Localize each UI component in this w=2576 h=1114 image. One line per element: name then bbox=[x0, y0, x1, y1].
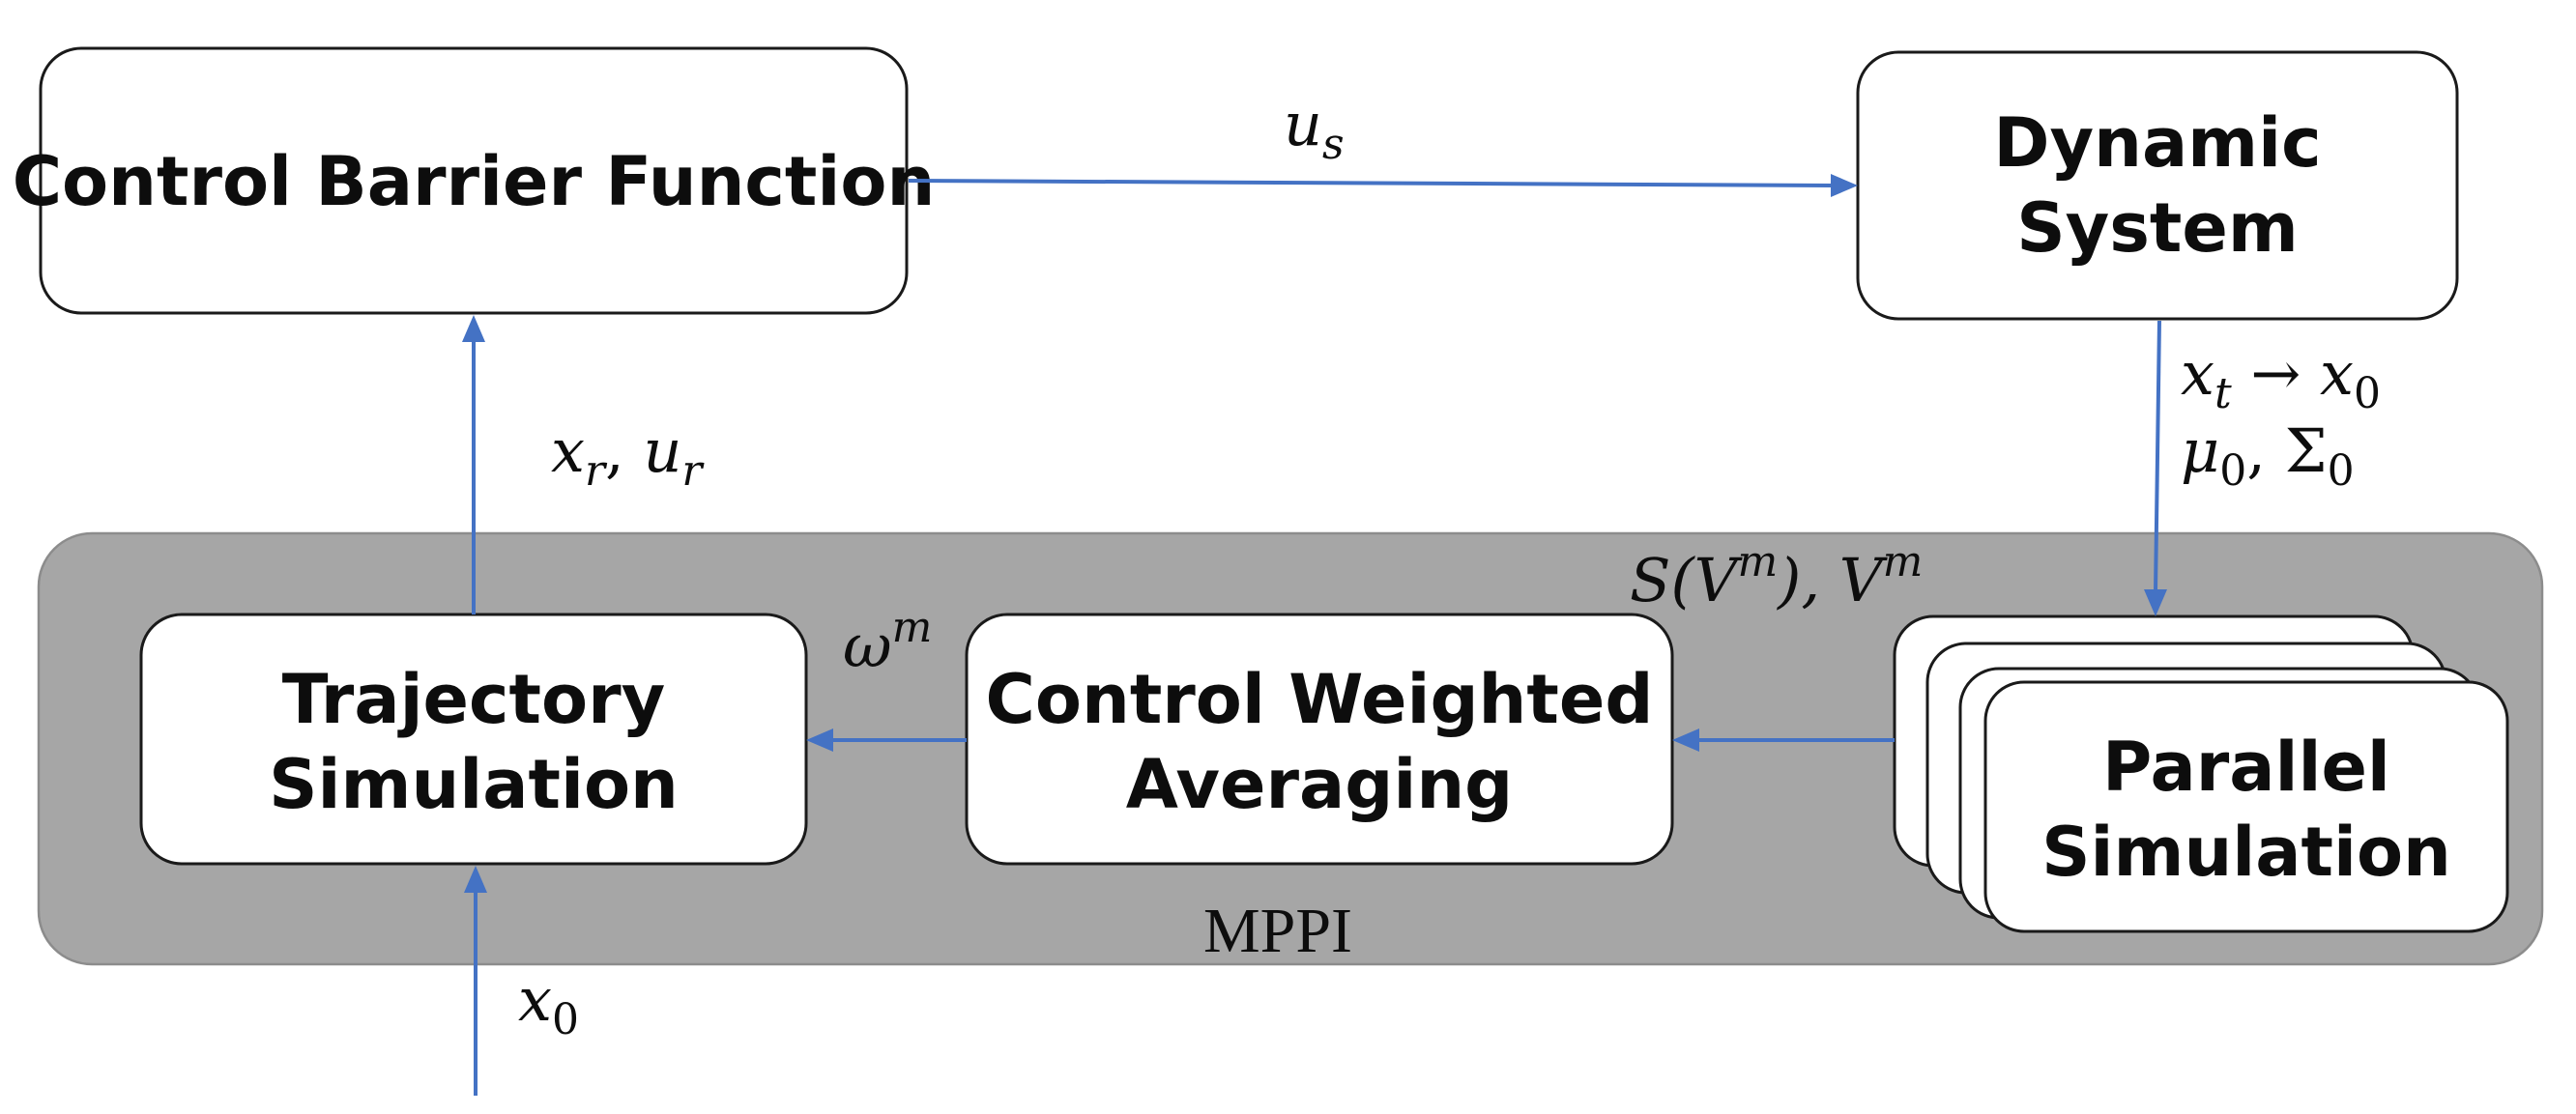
control-weighted-averaging-label-line1: Control Weighted bbox=[986, 660, 1654, 739]
trajectory-simulation-label-line1: Trajectory bbox=[282, 660, 665, 739]
signal-xr-ur-sep: , bbox=[605, 415, 643, 486]
arrow-parallel-to-cwa-head bbox=[1672, 728, 1699, 752]
signal-us-base: u bbox=[1284, 89, 1322, 159]
signal-x0-base: x bbox=[2320, 338, 2354, 409]
signal-omega-sup: m bbox=[892, 603, 933, 652]
dynamic-system-block bbox=[1856, 50, 2459, 321]
signal-x0-input-sub: 0 bbox=[552, 995, 579, 1044]
parallel-simulation-block bbox=[1983, 680, 2509, 933]
signal-xr-base: x bbox=[551, 415, 585, 486]
signal-svm-part1: S(V bbox=[1630, 545, 1744, 615]
signal-xt-base: x bbox=[2181, 338, 2214, 409]
arrow-cbf-to-dynamic bbox=[908, 179, 1834, 187]
arrow-dynamic-to-parallel-head bbox=[2144, 589, 2167, 616]
dynamic-system-label-line1: Dynamic bbox=[1993, 103, 2321, 183]
signal-xt-to-x0: xt → x0 bbox=[2181, 338, 2381, 418]
arrow-trajectory-to-cbf-head bbox=[462, 315, 485, 342]
arrow-cbf-to-dynamic-head bbox=[1831, 174, 1858, 197]
signal-xr-ur: xr, ur bbox=[551, 415, 705, 496]
arrow-dynamic-to-parallel bbox=[2154, 320, 2161, 592]
signal-xr-sub: r bbox=[585, 446, 608, 496]
arrow-input-to-trajectory-head bbox=[464, 866, 487, 893]
signal-mu-base: μ bbox=[2181, 415, 2219, 486]
trajectory-simulation-label-line2: Simulation bbox=[269, 745, 679, 824]
signal-us: us bbox=[1284, 89, 1345, 169]
cbf-block bbox=[39, 46, 909, 315]
control-weighted-averaging-label-line2: Averaging bbox=[1126, 745, 1514, 824]
signal-mu-sigma: μ0, Σ0 bbox=[2181, 415, 2355, 496]
signal-x0-sub: 0 bbox=[2354, 369, 2381, 418]
parallel-simulation-label-line2: Simulation bbox=[2041, 813, 2451, 892]
control-weighted-averaging-block bbox=[965, 613, 1674, 866]
trajectory-simulation-block bbox=[139, 613, 808, 866]
signal-us-sub: s bbox=[1322, 120, 1345, 169]
signal-xt-sub: t bbox=[2214, 369, 2232, 418]
parallel-simulation-label-line1: Parallel bbox=[2102, 728, 2390, 807]
cbf-label: Control Barrier Function bbox=[13, 142, 936, 221]
signal-xt-arrow: → bbox=[2232, 338, 2320, 409]
signal-ur-base: u bbox=[643, 415, 681, 486]
signal-svm-sup2: m bbox=[1883, 537, 1924, 586]
arrow-cwa-to-trajectory-head bbox=[806, 728, 833, 752]
signal-mu-sigma-sep: , bbox=[2246, 415, 2284, 486]
mppi-group-label: MPPI bbox=[1203, 896, 1352, 966]
signal-svm-part2: ), V bbox=[1776, 545, 1889, 615]
signal-ur-sub: r bbox=[681, 446, 705, 496]
signal-omega-base: ω bbox=[843, 611, 892, 681]
signal-x0-input-base: x bbox=[518, 964, 552, 1035]
signal-sigma-base: Σ bbox=[2285, 415, 2328, 486]
signal-sigma-sub: 0 bbox=[2328, 446, 2355, 496]
dynamic-system-label-line2: System bbox=[2016, 188, 2299, 268]
signal-omega-m: ωm bbox=[843, 603, 932, 681]
signal-x0-input: x0 bbox=[518, 964, 579, 1044]
signal-svm-sup1: m bbox=[1737, 537, 1778, 586]
signal-mu-sub: 0 bbox=[2219, 446, 2246, 496]
signal-svm: S(Vm), Vm bbox=[1630, 537, 1923, 615]
